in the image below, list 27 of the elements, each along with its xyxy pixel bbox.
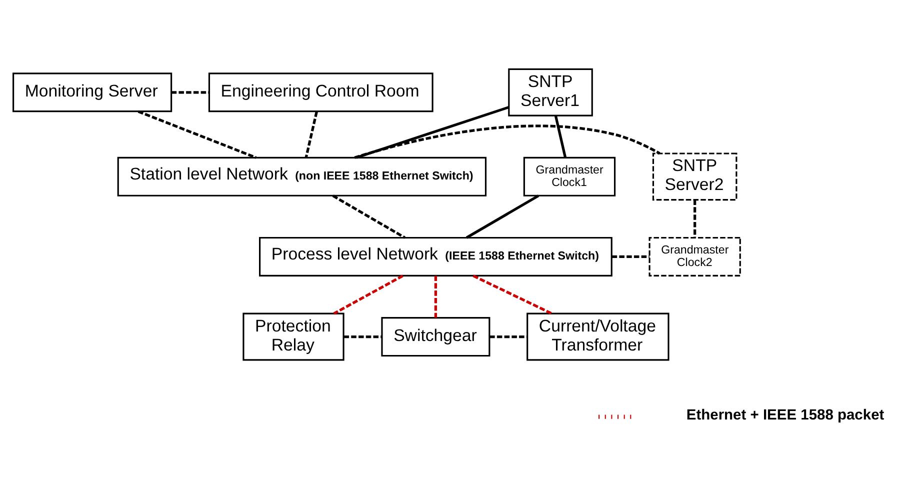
connector — [344, 334, 382, 338]
connector — [171, 90, 209, 94]
node-box: SNTP Server1 — [508, 68, 593, 116]
node-box: Grandmaster Clock1 — [523, 156, 616, 196]
connector — [472, 274, 552, 314]
node-box: Monitoring Server — [12, 72, 172, 112]
connector — [554, 115, 567, 158]
connector — [332, 194, 406, 238]
connector — [490, 334, 528, 338]
node-box: Station level Network (non IEEE 1588 Ethernet Switch) — [117, 156, 487, 196]
connector — [466, 194, 540, 238]
connector — [612, 254, 650, 258]
connector — [333, 274, 404, 314]
node-box: Current/Voltage Transformer — [526, 312, 670, 360]
connector — [434, 275, 438, 318]
legend-label: Ethernet + IEEE 1588 packet — [686, 407, 884, 424]
connector — [354, 124, 660, 158]
node-box: SNTP Server2 — [652, 152, 738, 200]
connector — [138, 110, 256, 158]
node-box: Switchgear — [381, 316, 490, 356]
node-box: Protection Relay — [242, 312, 344, 360]
node-box: Engineering Control Room — [208, 72, 434, 112]
connector — [356, 105, 510, 158]
node-box: Grandmaster Clock2 — [648, 236, 741, 276]
connector — [304, 110, 318, 158]
node-box: Process level Network (IEEE 1588 Ethernet Switch) — [259, 236, 612, 276]
connector — [694, 199, 696, 237]
